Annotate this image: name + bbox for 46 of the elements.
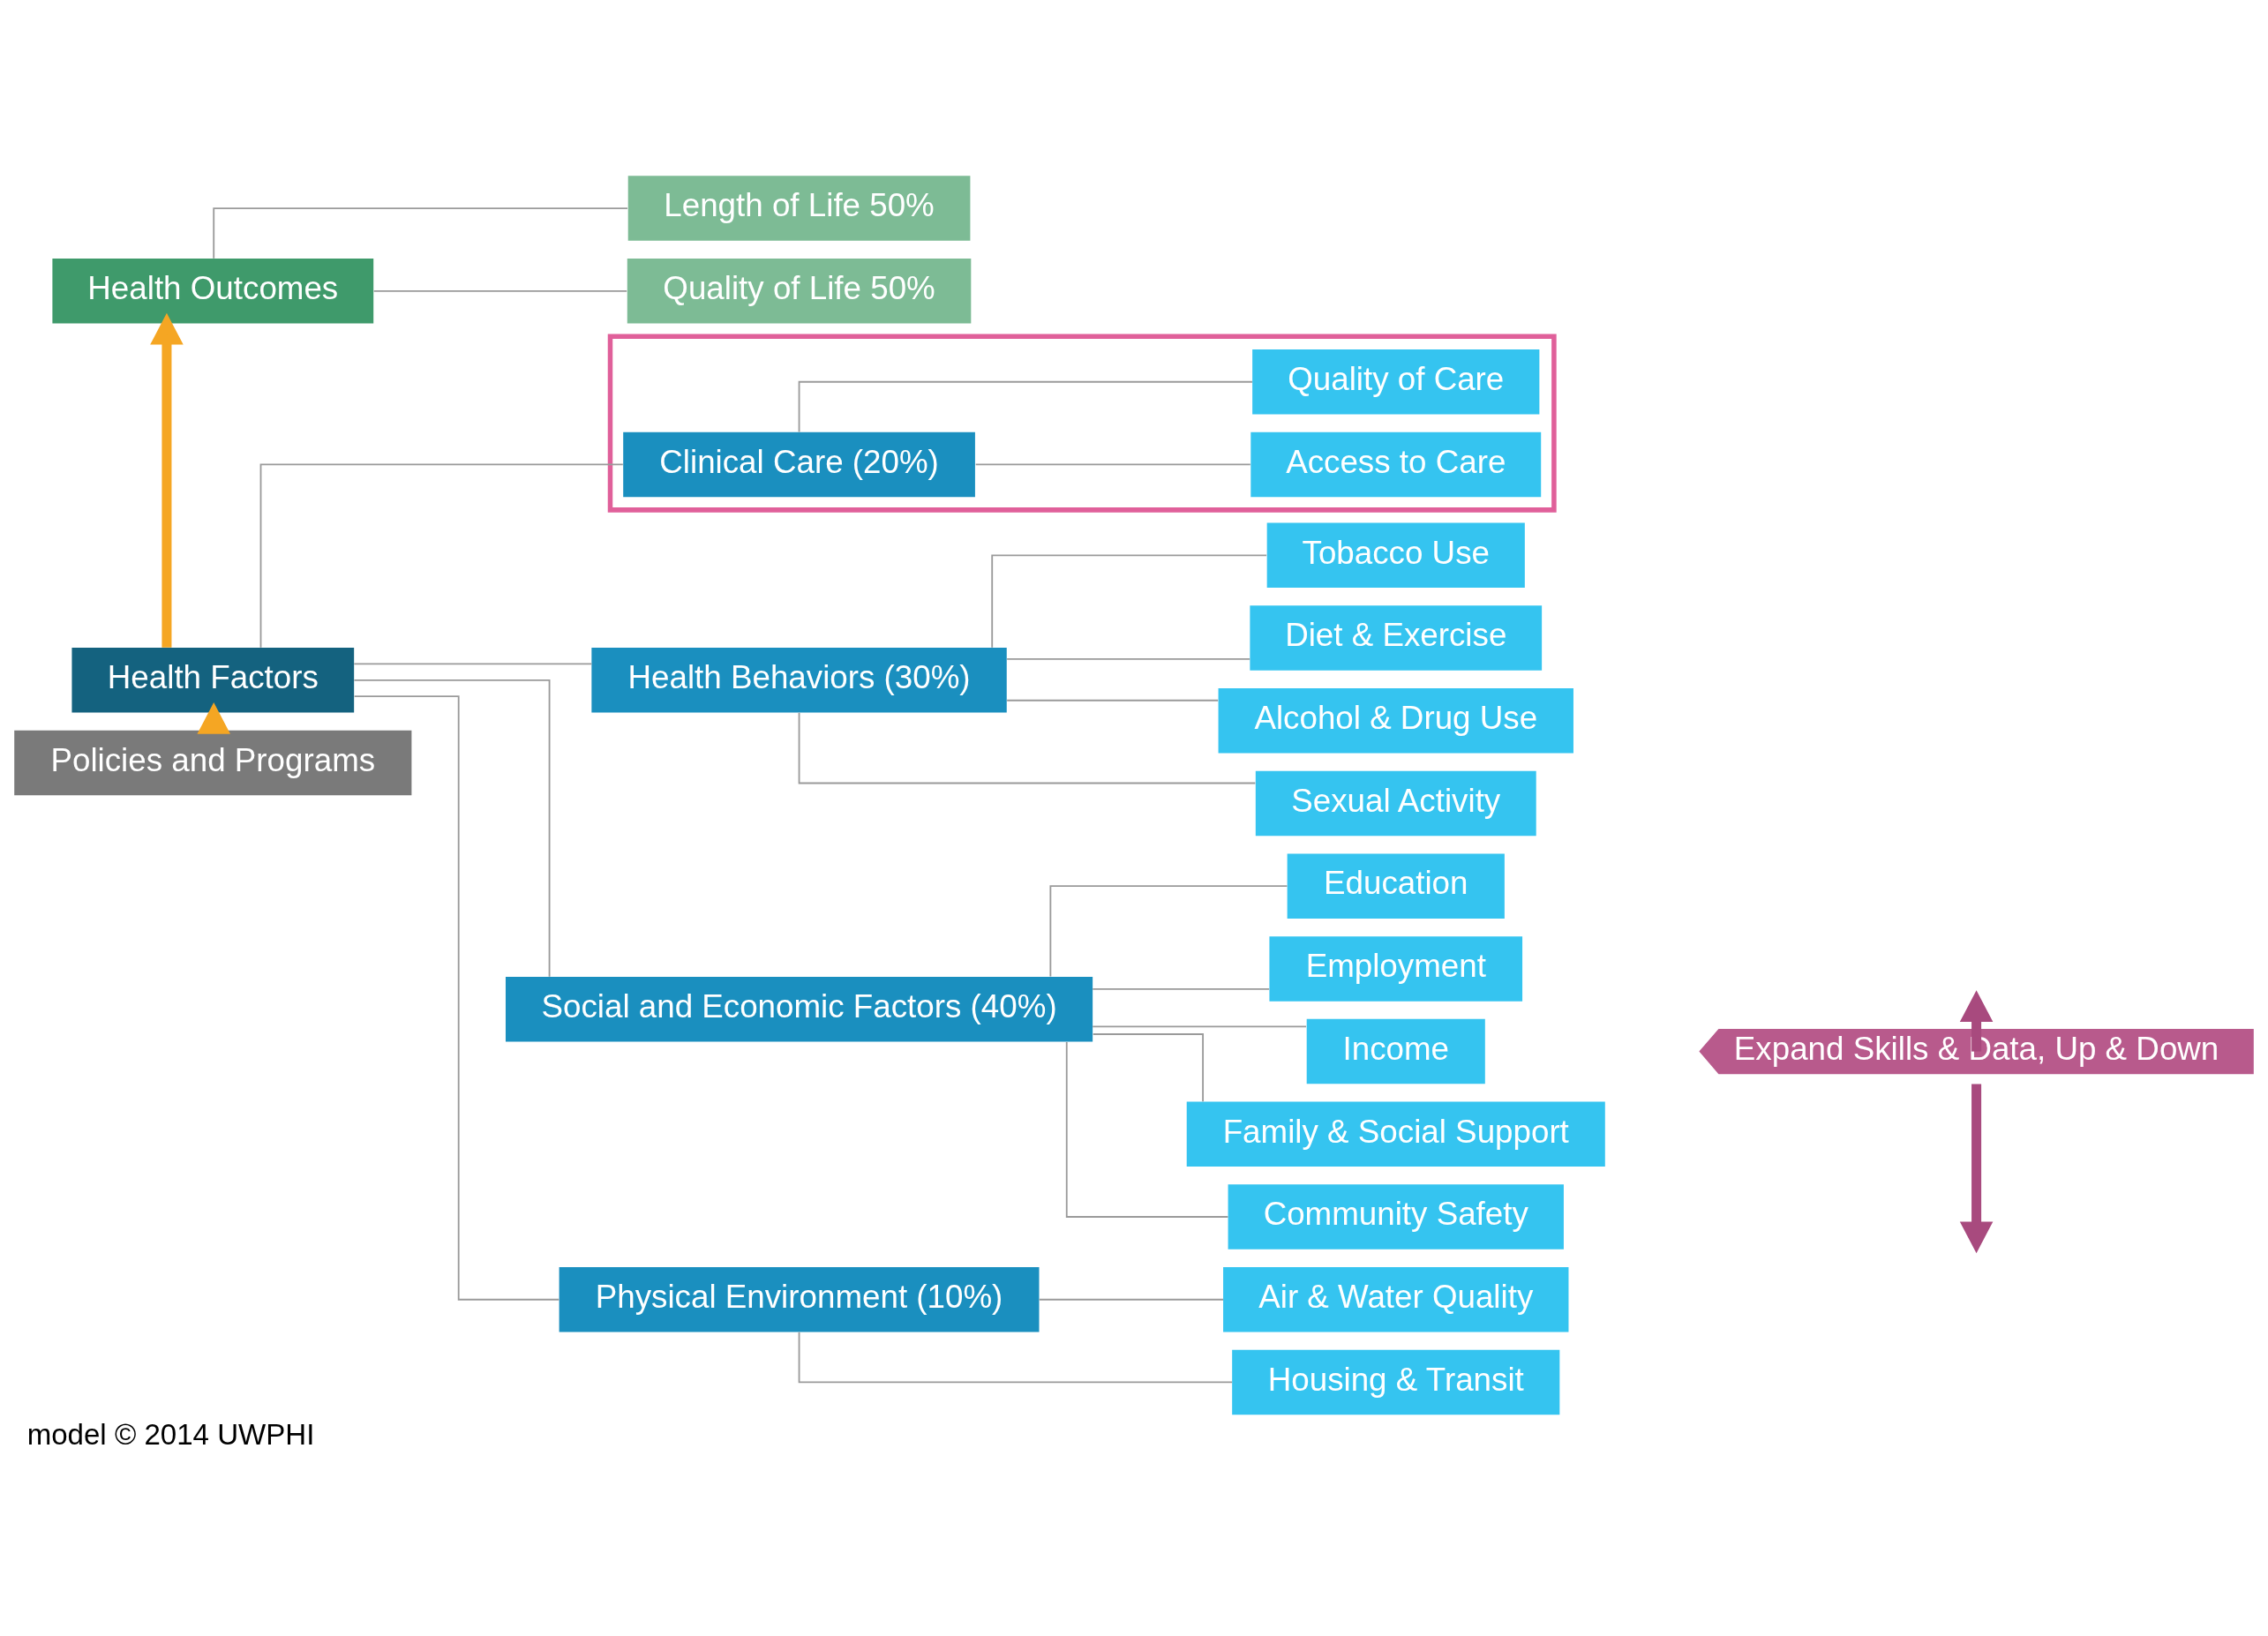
node-box: Health Outcomes [52,259,374,324]
connector [1092,1025,1307,1028]
connector [798,380,1253,433]
node-box: Length of Life 50% [627,176,971,241]
connector [1049,885,1288,978]
connector [1038,1298,1224,1301]
connector [213,207,628,259]
node-box: Health Behaviors (30%) [591,648,1007,713]
connector [353,663,593,665]
node-box: Clinical Care (20%) [623,432,975,498]
node-box: Alcohol & Drug Use [1218,688,1573,754]
connector [974,463,1251,466]
node-box: Social and Economic Factors (40%) [505,977,1093,1042]
node-box: Sexual Activity [1255,770,1536,837]
caption: model © 2014 UWPHI [26,1418,315,1452]
node-box: Quality of Care [1252,349,1540,415]
arrow [1959,1084,1994,1254]
node-box: Tobacco Use [1266,522,1525,589]
connector [353,679,551,978]
connector [991,554,1268,649]
node-box: Community Safety [1228,1184,1564,1250]
connector [1006,658,1251,660]
node-box: Physical Environment (10%) [559,1267,1040,1332]
node-box: Quality of Life 50% [627,259,972,324]
connector [372,289,628,292]
node-box: Access to Care [1250,432,1542,498]
connector [798,711,1257,784]
node-box: Health Factors [71,648,355,713]
connector [798,1331,1233,1384]
arrow [1959,990,1994,1052]
node-box: Diet & Exercise [1250,605,1543,671]
node-box: Income [1306,1018,1485,1084]
cluster [607,334,1557,513]
node-box: Employment [1269,936,1523,1002]
connector [1092,1033,1204,1103]
node-box: Education [1287,853,1505,919]
arrow [150,312,184,648]
node-box: Family & Social Support [1186,1101,1605,1167]
node-box: Air & Water Quality [1223,1267,1569,1332]
arrow [197,702,230,734]
connector [1006,699,1220,702]
node-box: Housing & Transit [1232,1349,1560,1415]
connector [1092,987,1271,990]
connector [1065,1041,1229,1218]
connector [353,695,560,1301]
connector [259,463,624,649]
